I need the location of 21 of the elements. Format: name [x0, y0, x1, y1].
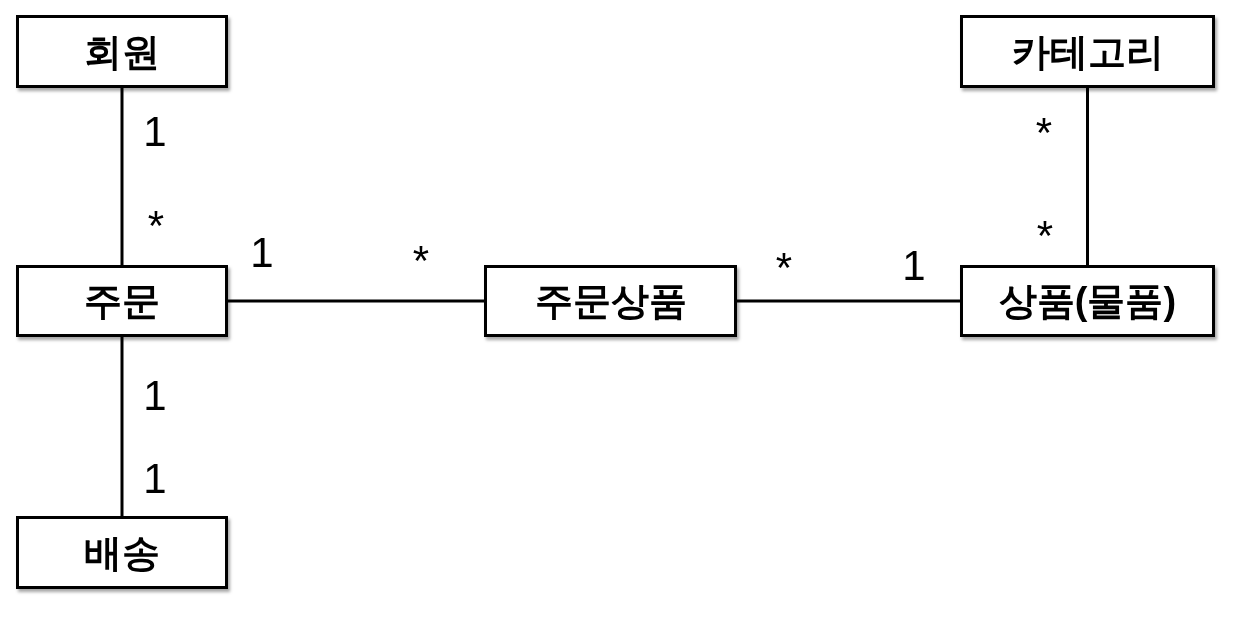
multiplicity-label: *	[412, 240, 430, 282]
class-box: 주문상품	[484, 265, 737, 337]
multiplicity-label: 1	[143, 458, 167, 500]
connector-line	[737, 299, 960, 303]
class-box: 회원	[16, 15, 228, 88]
multiplicity-label: 1	[143, 375, 167, 417]
class-box: 배송	[16, 516, 228, 589]
multiplicity-label: *	[1035, 112, 1053, 154]
class-box: 주문	[16, 265, 228, 337]
connector-line	[1086, 88, 1089, 265]
multiplicity-label: 1	[902, 245, 926, 287]
multiplicity-label: *	[775, 247, 793, 289]
multiplicity-label: *	[1036, 215, 1054, 257]
class-box: 상품(물품)	[960, 265, 1215, 337]
multiplicity-label: *	[147, 205, 165, 247]
class-box: 카테고리	[960, 15, 1215, 88]
connector-line	[120, 337, 124, 516]
multiplicity-label: 1	[143, 111, 167, 153]
connector-line	[228, 299, 484, 303]
connector-line	[120, 88, 124, 265]
multiplicity-label: 1	[250, 232, 274, 274]
